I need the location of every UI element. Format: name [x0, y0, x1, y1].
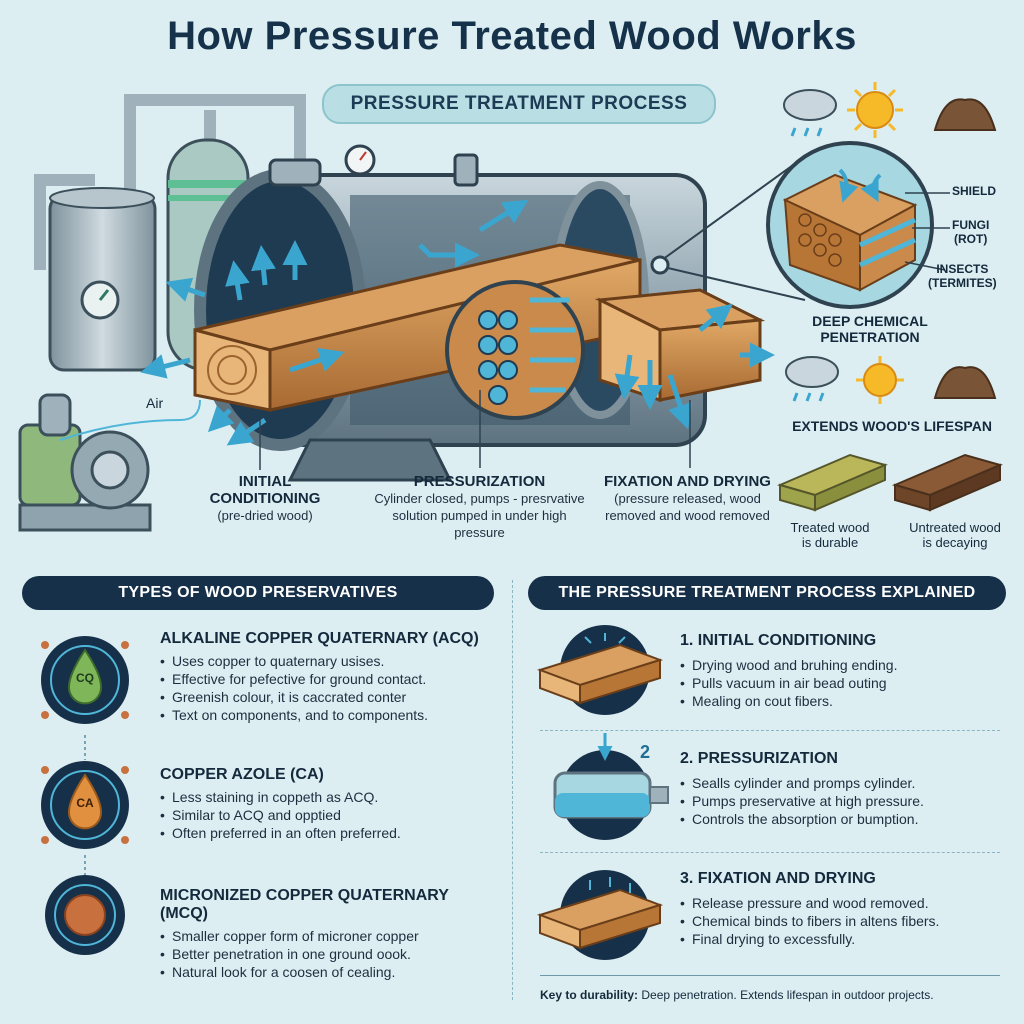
- step1-icon: [536, 625, 664, 715]
- soil-icon-2: [933, 366, 997, 399]
- bullet: Controls the absorption or bumption.: [680, 810, 1010, 828]
- bullet-continuation: Mealing on cout fibers.: [680, 692, 1010, 710]
- bullet: Effective for pefective for ground conta…: [160, 670, 500, 688]
- stage-title: FIXATION AND DRYING: [604, 473, 771, 490]
- ca-icon: [41, 761, 129, 849]
- key-to-durability: Key to durability: Deep penetration. Ext…: [540, 988, 1000, 1002]
- bullet: Uses copper to quaternary usises.: [160, 652, 500, 670]
- shield-label: SHIELD: [952, 184, 997, 198]
- step-1: 1. INITIAL CONDITIONING Drying wood and …: [680, 632, 1010, 710]
- bullet: Similar to ACQ and opptied: [160, 806, 500, 824]
- step-divider: [540, 730, 1000, 731]
- stage-title: PRESSURIZATION: [413, 473, 546, 490]
- section-divider: [512, 580, 513, 1000]
- bullet: Smaller copper form of microner copper: [160, 927, 500, 945]
- bullet: Chemical binds to fibers in altens fiber…: [680, 912, 1010, 930]
- acq-icon: [41, 636, 129, 724]
- deep-penetration-label: DEEP CHEMICAL PENETRATION: [812, 313, 928, 345]
- bullet: Better penetration in one ground oook.: [160, 945, 500, 963]
- preservative-acq: ALKALINE COPPER QUATERNARY (ACQ) Uses co…: [160, 630, 500, 724]
- bullet: Often preferred in an often preferred.: [160, 824, 500, 842]
- step-3: 3. FIXATION AND DRYING Release pressure …: [680, 870, 1010, 948]
- mcq-icon: [45, 875, 125, 955]
- bullet: Text on components, and to components.: [160, 706, 500, 724]
- bullet: Drying wood and bruhing ending.: [680, 656, 1010, 674]
- step-title: 2. PRESSURIZATION: [680, 750, 838, 767]
- bullet: Less staining in coppeth as ACQ.: [160, 788, 500, 806]
- flow-arrows: [140, 199, 775, 446]
- preservative-title: ALKALINE COPPER QUATERNARY (ACQ): [160, 630, 479, 647]
- wood-cross-section: [766, 141, 934, 309]
- stage-desc: (pre-dried wood): [217, 508, 313, 523]
- stage-initial: INITIAL CONDITIONING (pre-dried wood): [180, 473, 350, 524]
- acq-icon-text: CQ: [76, 671, 94, 685]
- step-icons: [536, 625, 669, 960]
- untreated-plank-icon: [892, 453, 1003, 512]
- footer-rule: [540, 975, 1000, 976]
- key-label: Key to durability:: [540, 988, 639, 1002]
- bullet: Pumps preservative at high pressure.: [680, 792, 1010, 810]
- rain-cloud-icon: [783, 89, 837, 137]
- step-title: 1. INITIAL CONDITIONING: [680, 632, 877, 649]
- bullet: Final drying to excessfully.: [680, 930, 1010, 948]
- treated-label: Treated wood is durable: [790, 520, 870, 550]
- bullet: Release pressure and wood removed.: [680, 894, 1010, 912]
- cell-cutaway: [445, 280, 585, 420]
- stage-fixation: FIXATION AND DRYING (pressure released, …: [595, 473, 780, 524]
- storage-tank: [48, 187, 157, 372]
- bullet: Natural look for a coosen of cealing.: [160, 963, 500, 981]
- preservative-ca: COPPER AZOLE (CA) Less staining in coppe…: [160, 766, 500, 842]
- untreated-label: Untreated wood is decaying: [909, 520, 1001, 550]
- stage-desc: Cylinder closed, pumps - presrvative sol…: [374, 491, 585, 540]
- lifespan-label: EXTENDS WOOD'S LIFESPAN: [792, 418, 992, 434]
- step-2: 2. PRESSURIZATION Sealls cylinder and pr…: [680, 750, 1010, 828]
- step2-badge: 2: [640, 742, 651, 762]
- stage-title: INITIAL CONDITIONING: [209, 473, 321, 507]
- key-text: Deep penetration. Extends lifespan in ou…: [638, 988, 934, 1002]
- bullet: Greenish colour, it is caccrated conter: [160, 688, 500, 706]
- step-title: 3. FIXATION AND DRYING: [680, 870, 876, 887]
- page-title: How Pressure Treated Wood Works: [167, 14, 857, 58]
- soil-icon: [933, 98, 997, 131]
- pressure-process-illustration: [18, 82, 1003, 532]
- stage-pressurization: PRESSURIZATION Cylinder closed, pumps - …: [372, 473, 587, 541]
- ca-icon-text: CA: [76, 796, 94, 810]
- stage-desc: (pressure released, wood removed and woo…: [605, 491, 770, 523]
- bullet: Pulls vacuum in air bead outing: [680, 674, 1010, 692]
- treated-plank-icon: [777, 453, 888, 512]
- air-label: Air: [146, 395, 164, 411]
- sun-icon: [847, 82, 903, 138]
- step2-icon: [553, 733, 669, 840]
- preservative-title: MICRONIZED COPPER QUATERNARY (MCQ): [160, 887, 449, 922]
- step-divider: [540, 852, 1000, 853]
- step3-icon: [536, 870, 664, 960]
- preservative-mcq: MICRONIZED COPPER QUATERNARY (MCQ) Small…: [160, 887, 500, 981]
- types-banner: TYPES OF WOOD PRESERVATIVES: [22, 576, 494, 610]
- sun-icon-2: [856, 356, 904, 404]
- insects-label: INSECTS (TERMITES): [928, 262, 997, 290]
- fungi-label: FUNGI (ROT): [952, 218, 990, 246]
- rain-cloud-icon-2: [785, 356, 839, 402]
- pump-icon: [18, 393, 201, 532]
- bullet: Sealls cylinder and promps cylinder.: [680, 774, 1010, 792]
- process-pill-label: PRESSURE TREATMENT PROCESS: [322, 84, 716, 124]
- preservative-title: COPPER AZOLE (CA): [160, 766, 324, 783]
- preservative-icons: [41, 636, 129, 955]
- explained-banner: THE PRESSURE TREATMENT PROCESS EXPLAINED: [528, 576, 1006, 610]
